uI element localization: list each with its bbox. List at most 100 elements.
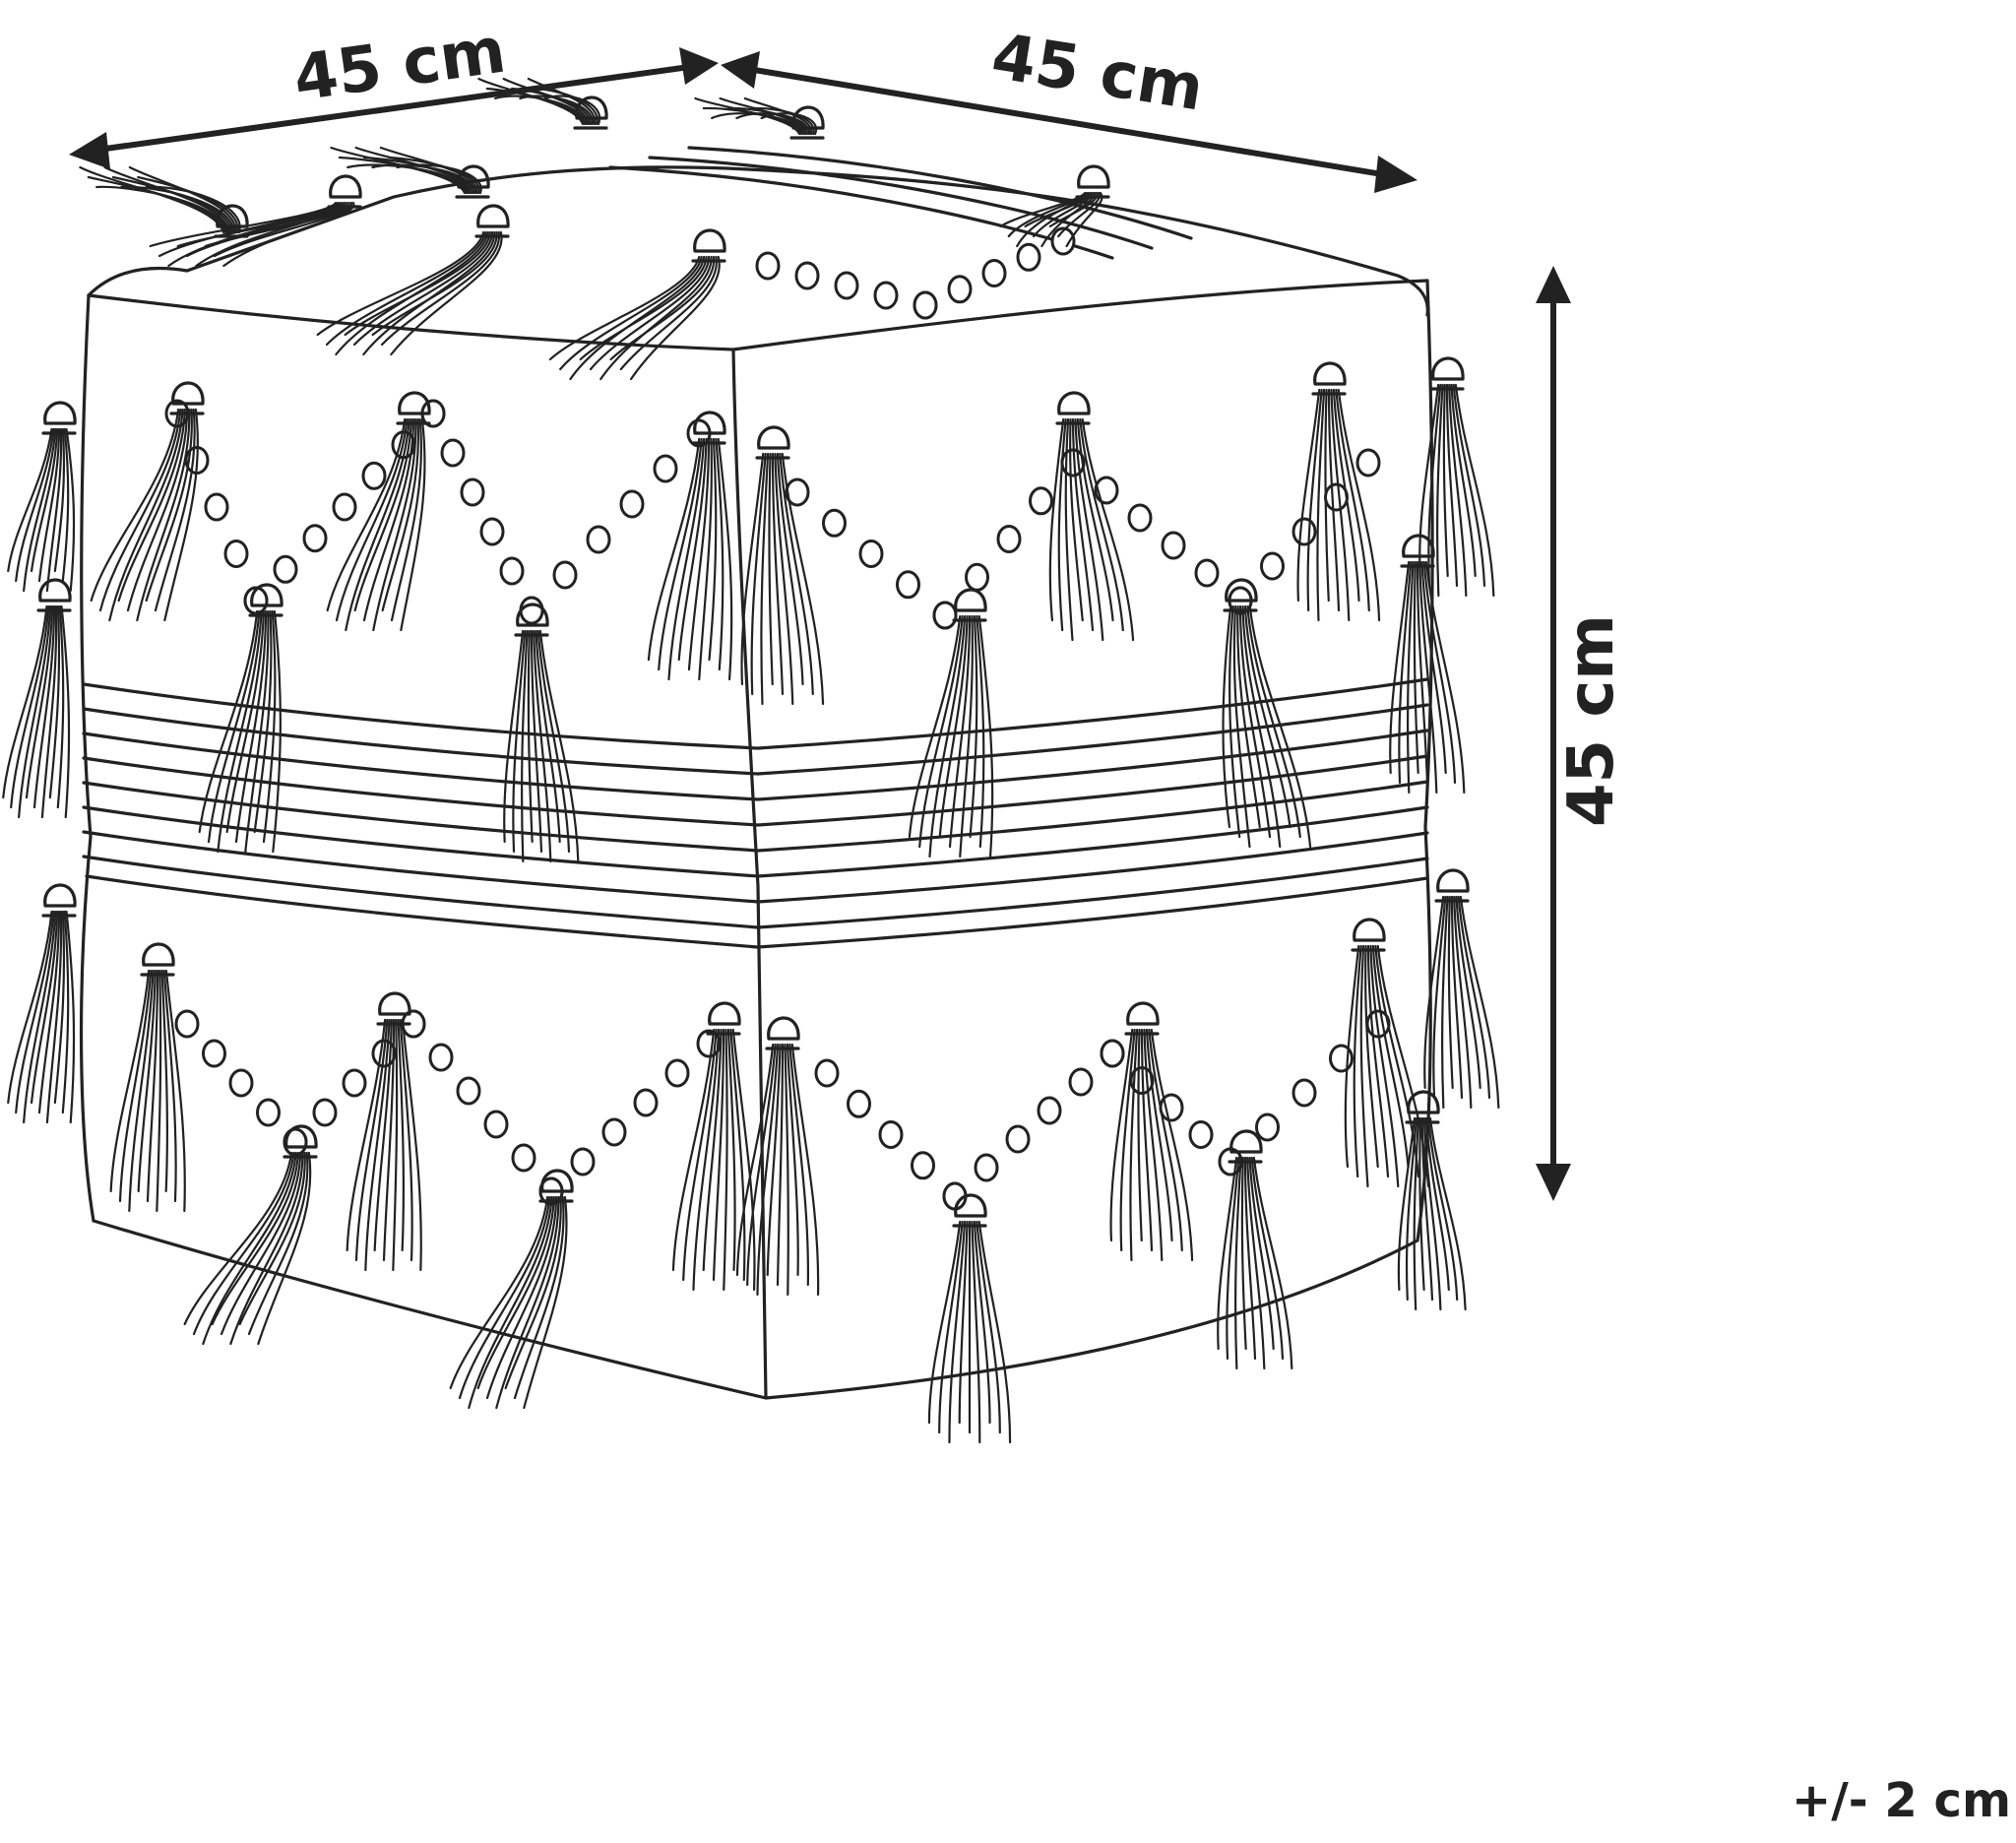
- tassel: [671, 1001, 756, 1292]
- bead: [858, 540, 884, 568]
- bead: [428, 1043, 454, 1072]
- tassel: [326, 391, 431, 632]
- woven-band: [82, 677, 1429, 949]
- tassel: [183, 1124, 318, 1346]
- bead: [586, 525, 611, 554]
- depth-label: 45 cm: [986, 21, 1208, 126]
- bead: [981, 259, 1007, 287]
- bead: [847, 1089, 871, 1118]
- bead: [878, 1120, 904, 1149]
- bead: [519, 596, 544, 625]
- bead: [256, 1098, 281, 1127]
- bead: [1260, 551, 1285, 581]
- tassel: [999, 164, 1110, 248]
- bead: [1292, 1078, 1317, 1108]
- bead: [653, 454, 678, 483]
- bead: [499, 556, 525, 586]
- bead: [1037, 1096, 1062, 1125]
- tassel: [1389, 534, 1466, 794]
- bead: [202, 1039, 226, 1068]
- bead: [1255, 1112, 1280, 1142]
- tassel: [149, 174, 362, 268]
- bead: [1050, 226, 1076, 256]
- pouf-illustration: [2, 77, 1500, 1444]
- bead: [947, 275, 973, 304]
- tassel: [316, 204, 510, 356]
- tassel: [1296, 361, 1381, 622]
- bead: [601, 1117, 627, 1147]
- bead: [273, 554, 298, 584]
- bead: [814, 1058, 840, 1088]
- tassel: [79, 165, 249, 238]
- bead: [483, 1110, 509, 1139]
- tassel: [109, 942, 186, 1213]
- tassel: [1397, 1090, 1467, 1311]
- tassel: [90, 381, 205, 622]
- bead: [312, 1098, 338, 1127]
- tassel: [927, 1193, 1012, 1444]
- bead: [873, 281, 899, 310]
- tassel: [1048, 391, 1135, 642]
- tassel: [198, 583, 284, 854]
- bead: [913, 290, 938, 320]
- bead: [174, 1009, 200, 1039]
- bead: [896, 570, 920, 600]
- bead: [911, 1151, 935, 1180]
- tassel: [1418, 356, 1495, 598]
- pouf-left-side: [79, 293, 95, 1223]
- pouf-center-seam: [731, 348, 768, 1400]
- bead: [619, 489, 645, 519]
- tassel: [908, 588, 994, 858]
- tassel: [735, 1016, 820, 1297]
- height-dimension-arrow: [1536, 266, 1571, 1201]
- bead: [456, 1076, 481, 1106]
- bead: [302, 524, 328, 553]
- bead: [570, 1147, 596, 1176]
- tassel: [1423, 868, 1500, 1110]
- bead: [342, 1068, 367, 1098]
- bead: [511, 1143, 536, 1173]
- pouf-top-surface: [87, 165, 1429, 317]
- bead: [1355, 448, 1381, 477]
- bead: [794, 261, 820, 290]
- top-woven-strip: [608, 146, 1193, 260]
- bead: [223, 540, 249, 568]
- bead: [552, 560, 578, 590]
- bead: [755, 251, 781, 281]
- bead: [479, 517, 505, 546]
- tassel: [1344, 918, 1430, 1188]
- bead: [1127, 503, 1153, 533]
- bead: [1029, 486, 1053, 516]
- bead: [1161, 531, 1186, 560]
- bead: [996, 525, 1022, 553]
- tassel: [7, 401, 77, 593]
- tolerance-label: +/- 2 cm: [1792, 1773, 2011, 1828]
- bead: [228, 1068, 254, 1098]
- tassel: [647, 411, 733, 681]
- bead: [1100, 1039, 1125, 1068]
- tassel: [7, 883, 77, 1124]
- height-label: 45 cm: [1555, 614, 1628, 827]
- bead: [1324, 482, 1349, 512]
- width-dimension-arrow: [69, 47, 719, 169]
- pouf-top-front-edge: [87, 279, 1429, 351]
- bead: [664, 1058, 690, 1088]
- tassel: [2, 578, 72, 819]
- tassel: [346, 991, 422, 1272]
- pouf-right-side: [1416, 279, 1434, 1242]
- tassel: [477, 77, 608, 130]
- bead: [332, 492, 357, 522]
- bead: [1005, 1124, 1031, 1154]
- bead: [1094, 476, 1119, 505]
- bead: [1188, 1120, 1214, 1149]
- bead: [965, 562, 989, 592]
- bead: [204, 492, 229, 522]
- depth-dimension-arrow: [721, 51, 1418, 193]
- bead: [460, 477, 485, 507]
- tassel: [330, 146, 490, 199]
- bead: [1016, 242, 1041, 272]
- bead: [440, 438, 466, 468]
- bead: [1068, 1067, 1094, 1097]
- tassel: [503, 603, 580, 863]
